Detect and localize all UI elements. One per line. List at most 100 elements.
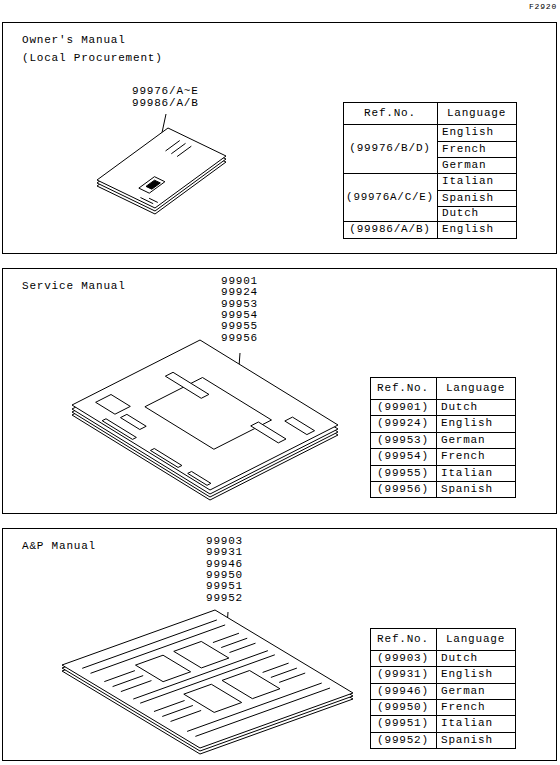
language-cell: Italian	[436, 715, 515, 732]
callout-number: 99951	[206, 581, 243, 592]
callout-number: 99954	[221, 310, 258, 321]
ap-manual-sheets-part-part	[82, 620, 217, 668]
callout-number: 99952	[206, 593, 243, 604]
table-grid-part	[344, 103, 517, 239]
table-grid-part	[371, 481, 516, 482]
table-grid-part	[344, 124, 517, 125]
service-manual-book-part-part	[145, 378, 272, 450]
language-cell: German	[437, 157, 516, 173]
language-cell: Dutch	[436, 399, 515, 415]
callout-number: 99976/A~E	[132, 86, 199, 97]
ref-number-cell: (99924)	[370, 415, 436, 432]
table-grid-part	[371, 399, 516, 400]
owners-manual-booklet-part	[97, 128, 226, 208]
ref-number-cell: (99976/B/D)	[343, 124, 437, 173]
callout-number: 99950	[206, 570, 243, 581]
ap-manual-sheets-part-part	[271, 668, 297, 677]
table-grid-part	[371, 465, 516, 466]
language-cell: German	[436, 683, 515, 699]
ref-number-cell: (99956)	[370, 481, 436, 497]
table-grid-part	[344, 173, 517, 174]
ap-manual-sheets-part	[62, 610, 353, 748]
ap-manual-sheets-part-part	[221, 638, 247, 647]
callout-number: 99953	[221, 299, 258, 310]
callout-number: 99931	[206, 547, 243, 558]
table-grid-part	[438, 206, 517, 207]
table-grid-part	[437, 103, 438, 239]
callout-number: 99986/A/B	[132, 98, 199, 109]
ap-manual-sheets-part-part	[187, 683, 322, 731]
ref-number-cell: (99951)	[370, 715, 436, 732]
service-manual-book-part-part	[165, 372, 209, 398]
language-cell: German	[436, 432, 515, 448]
ap-manual-sheets-part-part	[195, 688, 330, 736]
ref-number-cell: (99901)	[370, 399, 436, 415]
owners-manual-booklet-part-part	[149, 198, 158, 202]
ref-number-cell: (99953)	[370, 432, 436, 448]
language-cell: French	[436, 699, 515, 715]
language-cell: Italian	[436, 465, 515, 481]
owners-manual-booklet-part-part	[140, 198, 153, 204]
table-grid-part	[438, 141, 517, 142]
language-cell: Spanish	[437, 190, 516, 206]
language-cell: Spanish	[436, 732, 515, 748]
ref-number-cell: (99986/A/B)	[343, 221, 437, 238]
ref-number-cell: (99976A/C/E)	[343, 173, 437, 221]
table-grid-part	[344, 221, 517, 222]
service-manual-book-part-part	[251, 422, 286, 443]
ref-number-cell: (99952)	[370, 732, 436, 748]
ap-manual-sheets-part-part	[229, 643, 255, 652]
ref-number-cell: (99946)	[370, 683, 436, 699]
ap-manual-sheets-part-part	[136, 655, 191, 682]
service-manual-book-part-part	[96, 395, 131, 415]
ap-manual-sheets-part-part	[121, 681, 152, 692]
table-grid-part	[371, 715, 516, 716]
table-header: Language	[436, 628, 515, 650]
table-grid-part	[371, 432, 516, 433]
table-grid-part	[371, 650, 516, 651]
table-grid-part	[371, 699, 516, 700]
table-grid-part	[438, 157, 517, 158]
ap-manual-sheets-part-part	[62, 610, 353, 748]
ap-manual-sheets-part-part	[213, 633, 239, 642]
ap-manual-sheets-part-part	[91, 625, 226, 673]
ap-manual-sheets-part-part	[174, 641, 229, 668]
callout-number: 99901	[221, 276, 258, 287]
service-manual-book-part-part	[72, 340, 338, 490]
table-grid-part	[371, 666, 516, 667]
language-cell: Spanish	[436, 481, 515, 497]
ap-manual-sheets-part-part	[171, 710, 202, 721]
table-grid-part	[371, 683, 516, 684]
table-header: Ref.No.	[343, 102, 437, 124]
language-cell: French	[437, 141, 516, 157]
callout-number: 99946	[206, 559, 243, 570]
ap-manual-sheets	[62, 610, 353, 754]
ap-manual-sheets-part-part	[133, 651, 268, 699]
callout-number: 99924	[221, 287, 258, 298]
table-header: Language	[436, 377, 515, 399]
ref-number-cell: (99950)	[370, 699, 436, 715]
panel-subheading: (Local Procurement)	[22, 49, 163, 67]
table-header: Language	[437, 102, 516, 124]
callout-number: 99956	[221, 333, 258, 344]
callout-number: 99955	[221, 321, 258, 332]
service-manual-book-part-part	[120, 414, 146, 429]
table-grid	[344, 103, 517, 749]
table-grid-part	[438, 190, 517, 191]
service-manual-book-part	[72, 340, 338, 490]
owners-manual-booklet-part-part	[177, 146, 191, 156]
language-cell: English	[437, 124, 516, 141]
panel-heading: A&P Manual	[22, 537, 96, 555]
table-grid-part	[371, 629, 516, 749]
ap-manual-sheets-part-part	[140, 655, 275, 703]
table-header: Ref.No.	[370, 628, 436, 650]
language-cell: French	[436, 448, 515, 465]
panel-heading: Service Manual	[22, 277, 126, 295]
table-grid-part	[371, 732, 516, 733]
service-manual-book-part-part	[188, 471, 211, 485]
owners-manual-booklet-part-part	[97, 128, 226, 208]
language-cell: Dutch	[437, 206, 516, 221]
table-grid-part	[371, 415, 516, 416]
language-cell: English	[436, 666, 515, 683]
